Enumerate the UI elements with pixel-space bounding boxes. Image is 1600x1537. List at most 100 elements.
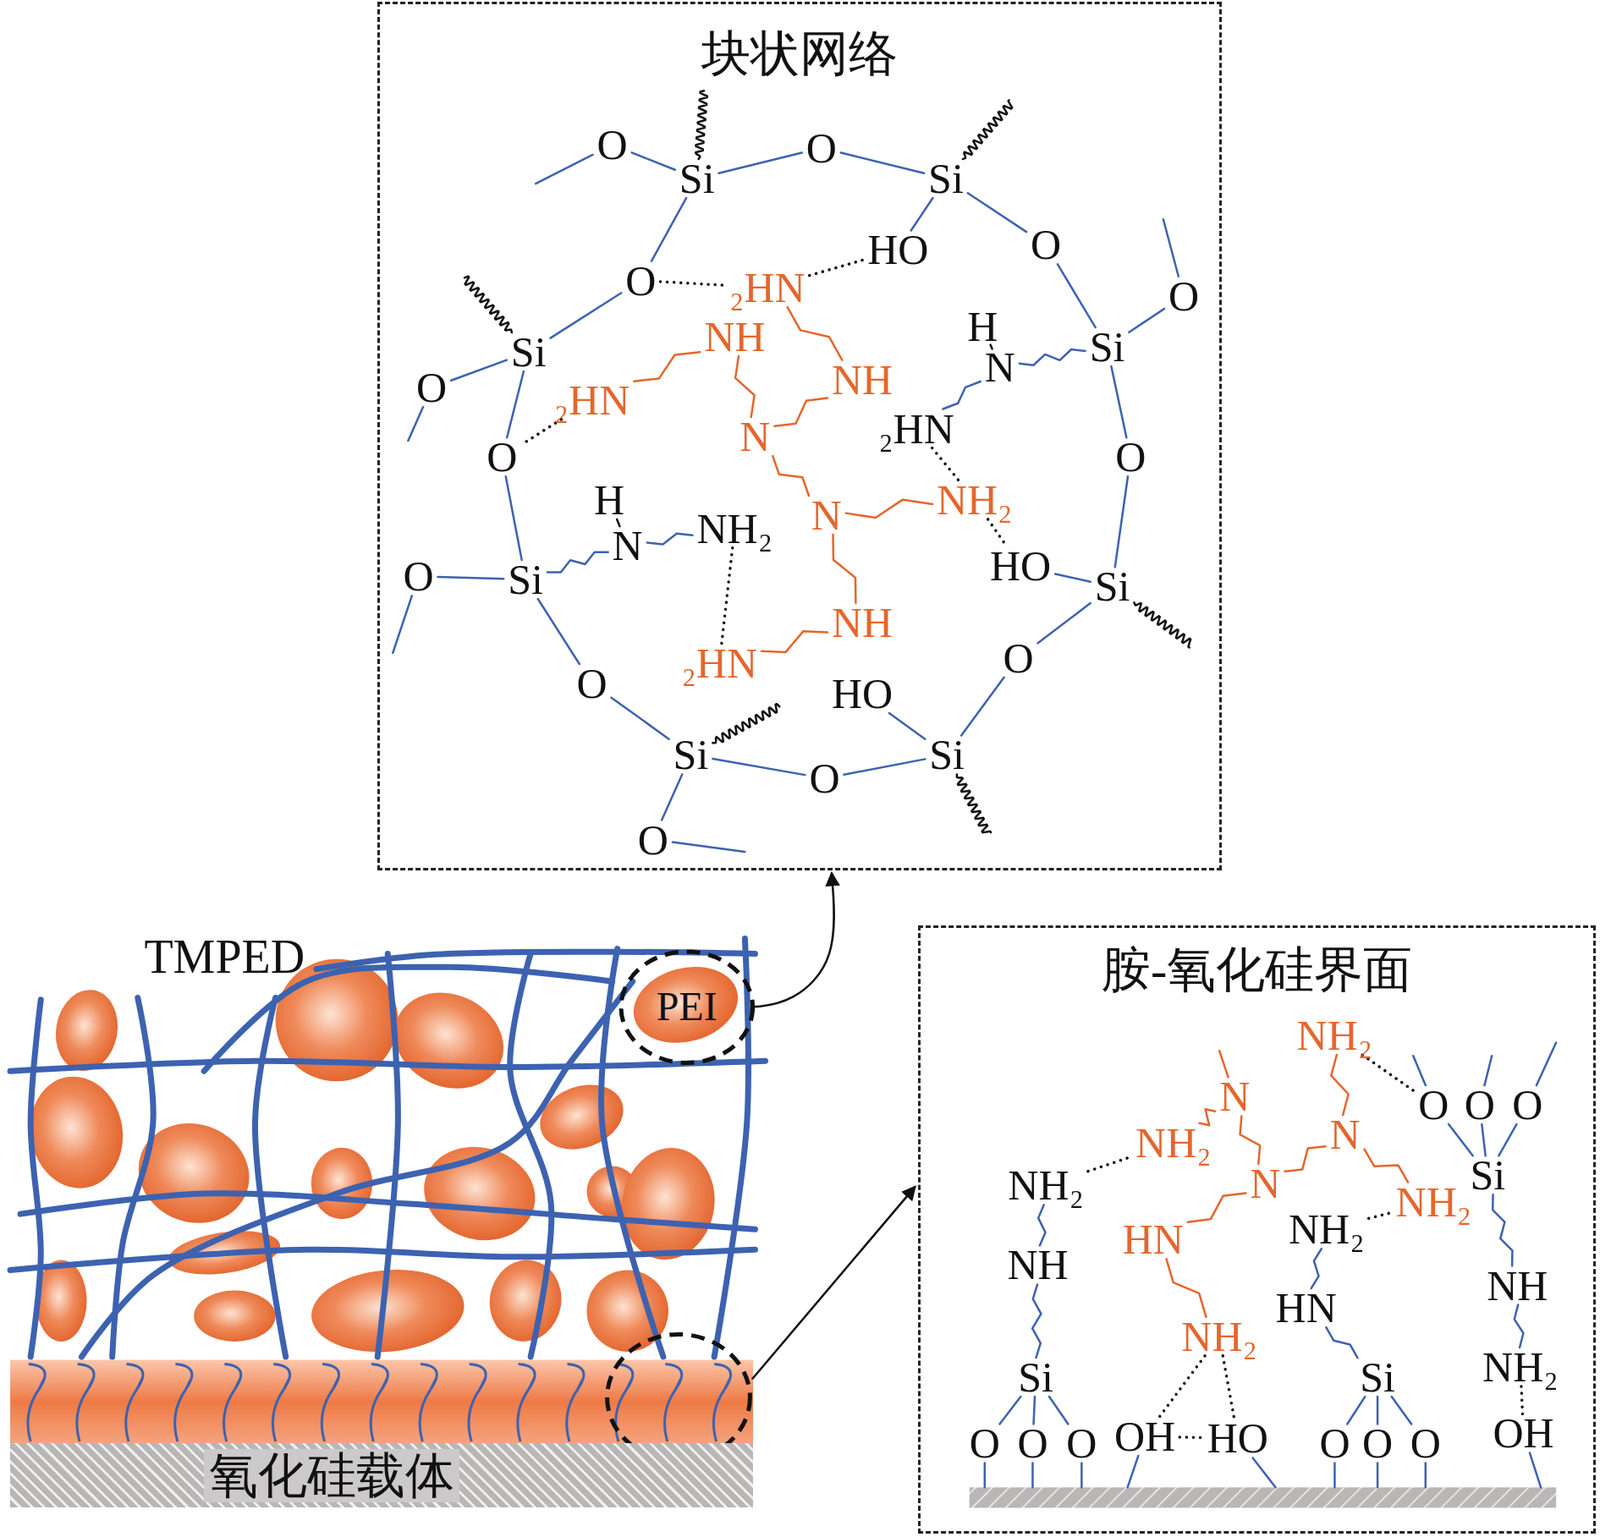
tmped-network [81,981,633,1358]
silica-bond [967,192,1027,232]
silica-bond [999,1396,1021,1425]
silica-bond [1536,1043,1557,1087]
atom-label: O [576,662,607,705]
network-continuation [1133,602,1191,648]
alkyl-chain [1032,1284,1041,1359]
silica-bond [1055,573,1091,582]
grafted-chain [175,1363,193,1442]
pei-chain [761,631,828,653]
atom-label: HO [989,544,1051,588]
atom-label: NH₂ [1007,1164,1084,1207]
atom-label: NH₂ [1396,1181,1473,1224]
silica-bond [1080,1462,1084,1488]
pei-circle: PEI [618,949,756,1066]
hydrogen-bond [1179,1435,1204,1440]
silica-bond [1033,1396,1035,1425]
grafted-chain [27,1363,45,1442]
network-continuation [695,90,708,160]
atom-label: N [1249,1162,1281,1205]
silica-bond [1529,1452,1541,1488]
box-title: 块状网络 [701,27,898,82]
atom-label: NH₂ [1482,1346,1559,1389]
silica-bond [611,698,670,740]
hydrogen-bond [721,548,733,644]
alkyl-chain [1038,1204,1045,1246]
silica-bond [1115,476,1128,567]
atom-label: NH₂ [1181,1315,1258,1359]
atom-label: NH [1486,1264,1548,1308]
atom-label: O [625,259,656,303]
silica-bond [1484,1055,1492,1086]
grafted-chain [76,1363,94,1442]
atom-label: O [1418,1083,1449,1127]
pei-blob [21,1069,132,1196]
silica-bond [1424,1462,1428,1488]
silica-bond [1128,308,1165,333]
connectors [753,873,834,1008]
hydrogen-bond [932,448,959,481]
grafted-chain [468,1363,486,1442]
tmped-network [203,967,612,1072]
atom-label: ₂HN [681,642,758,685]
pei-chain [1240,1116,1261,1165]
pei-blob [35,1259,87,1342]
silica-bond [719,153,803,174]
silica-bond [506,371,524,438]
atom-label: Si [1359,1356,1396,1399]
grafted-chain [566,1363,584,1442]
zoom-arrow [753,873,834,1008]
atom-label: O [1003,637,1034,680]
atom-label: N [612,524,644,567]
silica-bond [632,152,676,170]
atom-label: O [1066,1422,1097,1465]
atom-label: O [1115,435,1146,479]
atom-label: Si [1089,325,1126,369]
atom-label: NH [1006,1243,1068,1287]
hydrogen-bond [1362,1055,1414,1092]
pei-chain [772,456,809,496]
atom-label: O [402,555,434,598]
atom-label: Si [511,330,547,374]
hydrogen-bond [1222,1356,1234,1420]
hydrogen-bond [521,419,561,446]
alkyl-chain [1492,1194,1513,1266]
silica-bond [1347,1396,1365,1425]
alkyl-chain [647,533,693,545]
silica-bond [438,577,505,579]
pei-blob [483,1254,568,1348]
atom-label: NH [703,315,765,358]
atom-label: O [597,123,628,166]
atom-label: ₂HN [878,407,955,451]
atom-label: Si [507,558,544,601]
atom-label: Si [928,157,964,200]
pei-chain [846,500,933,518]
pei-chain [774,398,827,427]
tmped-network [510,954,552,1358]
atom-label: Si [929,733,965,776]
silica-bond [651,197,687,262]
atom-label: HN [1122,1218,1184,1261]
box-title: 胺-氧化硅界面 [1101,943,1413,998]
network-continuation [956,774,991,833]
silica-bond [392,595,412,653]
atom-label: Si [1017,1356,1054,1399]
silica-bond [889,713,925,740]
pei-blob [625,956,748,1055]
hydrogen-bond [1521,1386,1523,1414]
hydrogen-bond [988,519,1007,547]
atom-label: HO [831,672,893,715]
hydrogen-bond [1159,1356,1205,1418]
silica-bond [1110,366,1127,438]
silica-bond [1413,1055,1426,1086]
silica-bond [535,154,593,184]
silica-bond [1031,1462,1034,1488]
atom-label: ₂HN [729,266,806,309]
pei-chain [1187,1193,1246,1222]
pei-blob [530,1073,633,1161]
atom-label: O [1512,1083,1543,1127]
pei-chain [1284,1146,1326,1172]
silica-bond [843,758,925,775]
atom-label: O [1168,274,1199,318]
